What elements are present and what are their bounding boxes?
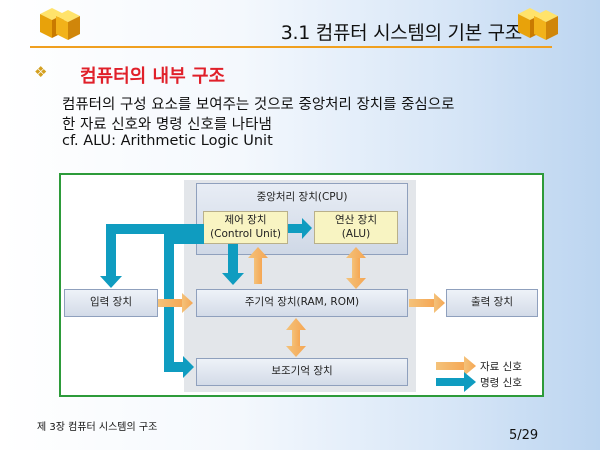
data-signal-arrows <box>158 247 476 376</box>
footer-chapter: 제 3장 컴퓨터 시스템의 구조 <box>37 422 158 433</box>
alu-sublabel: (ALU) <box>341 227 371 240</box>
body-text-line: 한 자료 신호와 명령 신호를 나타냄 <box>62 117 272 133</box>
command-signal-arrows <box>100 218 312 378</box>
alu-box: 연산 장치 (ALU) <box>314 211 398 244</box>
output-device-label: 출력 장치 <box>471 296 513 309</box>
cube-logo-icon <box>40 8 80 40</box>
alu-label: 연산 장치 <box>335 214 377 227</box>
control-unit-sublabel: (Control Unit) <box>210 227 281 240</box>
legend-command-arrow <box>436 372 476 392</box>
control-unit-box: 제어 장치 (Control Unit) <box>203 211 288 244</box>
secondary-memory-label: 보조기억 장치 <box>271 365 333 378</box>
legend-data-signal: 자료 신호 <box>480 361 522 373</box>
control-unit-label: 제어 장치 <box>224 214 267 227</box>
cpu-label: 중앙처리 장치(CPU) <box>256 191 348 203</box>
input-device-label: 입력 장치 <box>90 296 132 309</box>
page-number: 5/29 <box>509 428 539 443</box>
input-device-box: 입력 장치 <box>64 289 158 317</box>
diamond-bullet-icon: ❖ <box>34 63 48 81</box>
legend-command-signal: 명령 신호 <box>480 377 522 389</box>
body-text-line: cf. ALU: Arithmetic Logic Unit <box>62 133 273 149</box>
output-device-box: 출력 장치 <box>446 289 538 317</box>
title-divider <box>30 46 552 48</box>
body-text-line: 컴퓨터의 구성 요소를 보여주는 것으로 중앙처리 장치를 중심으로 <box>62 97 455 113</box>
cube-logo-icon <box>518 8 558 40</box>
section-heading: 컴퓨터의 내부 구조 <box>80 66 226 87</box>
main-memory-box: 주기억 장치(RAM, ROM) <box>196 289 408 317</box>
secondary-memory-box: 보조기억 장치 <box>196 358 408 386</box>
slide-title: 3.1 컴퓨터 시스템의 기본 구조 <box>280 22 523 44</box>
main-memory-label: 주기억 장치(RAM, ROM) <box>244 296 360 309</box>
